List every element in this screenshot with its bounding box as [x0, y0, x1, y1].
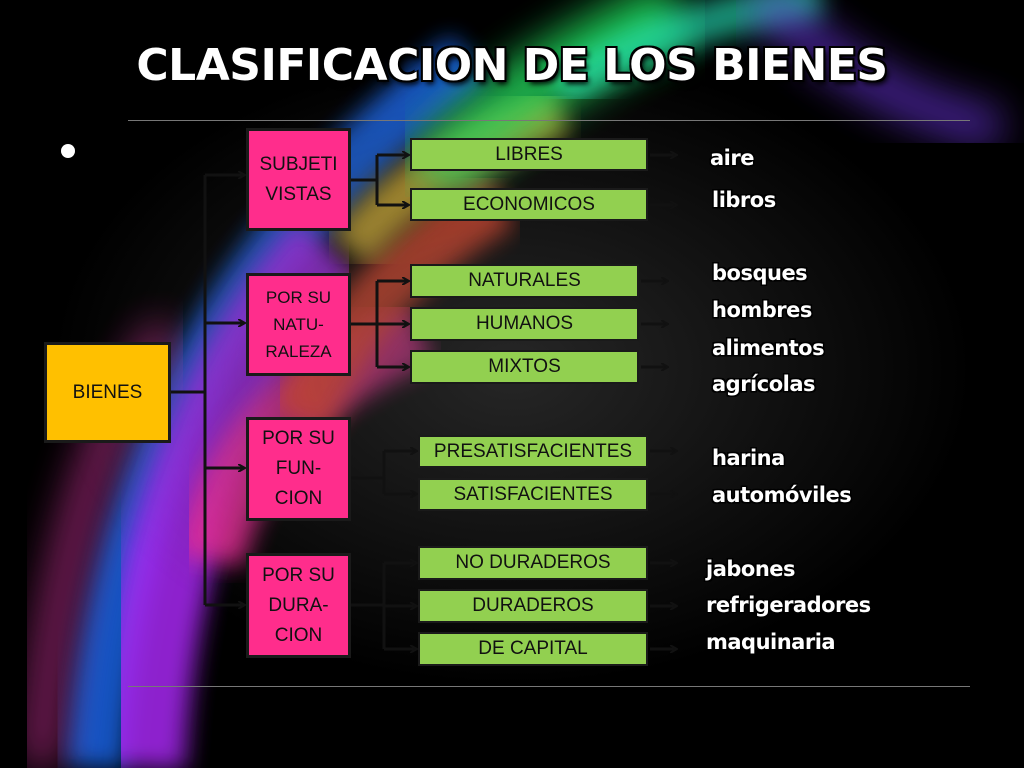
root-box-bienes: BIENES [44, 342, 171, 443]
type-box-duraderos: DURADEROS [418, 589, 648, 623]
category-box-subjetivistas: SUBJETI VISTAS [246, 128, 351, 231]
type-box-no-duraderos: NO DURADEROS [418, 546, 648, 580]
category-label: POR SU DURA- CION [262, 564, 335, 646]
example-bosques: bosques [712, 261, 808, 285]
type-label: NATURALES [468, 270, 581, 291]
example-aire: aire [710, 146, 754, 170]
page-title: CLASIFICACION DE LOS BIENES [136, 40, 888, 91]
category-label: POR SU NATU- RALEZA [265, 288, 332, 361]
bullet-icon [61, 144, 75, 158]
example-refrigeradores: refrigeradores [706, 593, 871, 617]
example-jabones: jabones [706, 557, 796, 581]
title-underline [128, 120, 970, 121]
type-box-libres: LIBRES [410, 138, 648, 171]
bottom-rule [128, 686, 970, 687]
type-box-presatisfacientes: PRESATISFACIENTES [418, 435, 648, 468]
category-box-naturaleza: POR SU NATU- RALEZA [246, 273, 351, 376]
type-label: DURADEROS [472, 595, 594, 616]
type-label: LIBRES [495, 144, 563, 165]
type-label: NO DURADEROS [455, 552, 611, 573]
example-alimentos: alimentos [712, 336, 825, 360]
example-agricolas: agrícolas [712, 372, 816, 396]
type-label: DE CAPITAL [478, 638, 588, 659]
type-box-economicos: ECONOMICOS [410, 188, 648, 221]
example-hombres: hombres [712, 298, 812, 322]
type-box-de-capital: DE CAPITAL [418, 632, 648, 666]
type-box-naturales: NATURALES [410, 264, 639, 298]
category-label: POR SU FUN- CION [262, 428, 335, 509]
type-label: ECONOMICOS [463, 194, 595, 215]
type-box-mixtos: MIXTOS [410, 350, 639, 384]
example-automoviles: automóviles [712, 483, 852, 507]
example-libros: libros [712, 188, 776, 212]
type-label: HUMANOS [475, 313, 574, 334]
category-label: SUBJETI VISTAS [259, 153, 338, 205]
example-maquinaria: maquinaria [706, 630, 836, 654]
type-box-satisfacientes: SATISFACIENTES [418, 478, 648, 511]
category-box-funcion: POR SU FUN- CION [246, 417, 351, 521]
type-box-humanos: HUMANOS [410, 307, 639, 341]
type-label: MIXTOS [488, 356, 561, 377]
type-label: PRESATISFACIENTES [433, 441, 633, 462]
type-label: SATISFACIENTES [453, 484, 613, 505]
root-label: BIENES [72, 381, 143, 403]
category-box-duracion: POR SU DURA- CION [246, 553, 351, 658]
example-harina: harina [712, 446, 785, 470]
